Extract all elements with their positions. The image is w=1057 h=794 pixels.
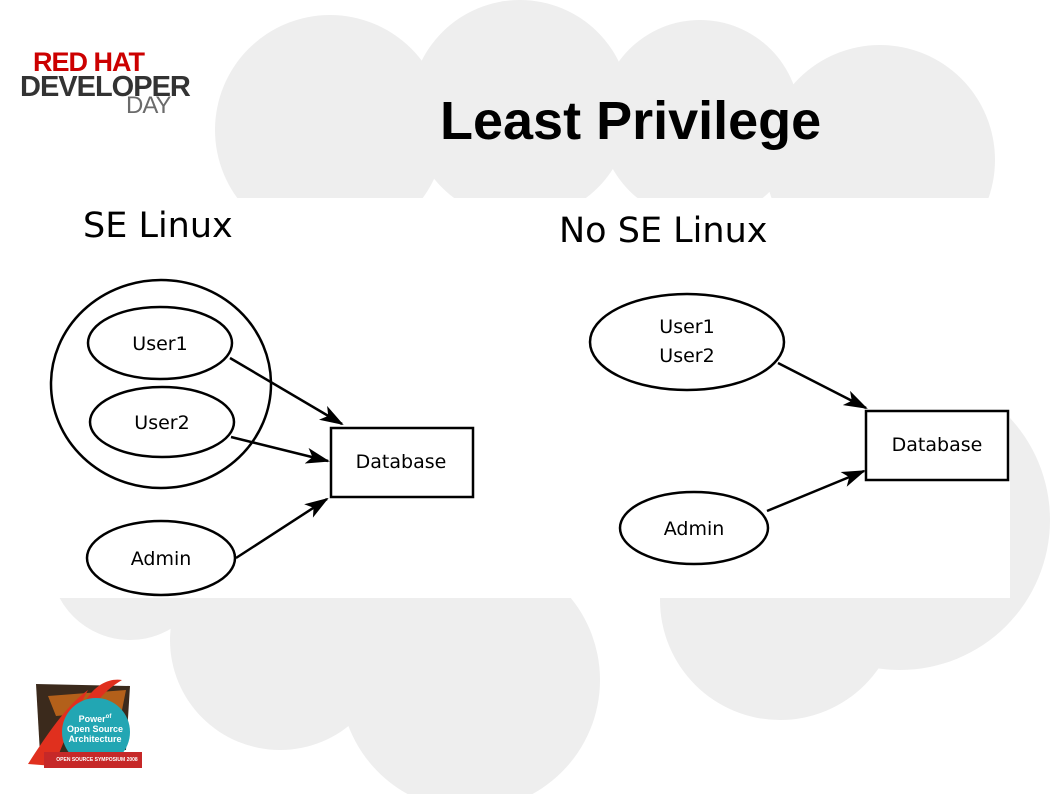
node-users-combined: User1 User2 <box>588 292 786 392</box>
symposium-badge-graphic <box>28 679 142 768</box>
edge-admin-to-database-left <box>235 497 329 560</box>
node-user2-label: User2 <box>134 412 189 434</box>
node-users-line1-label: User1 <box>659 316 714 338</box>
symposium-badge-footer: OPEN SOURCE SYMPOSIUM 2008 <box>56 757 138 763</box>
node-admin-right: Admin <box>618 490 770 566</box>
badge-line-of: of <box>105 714 112 720</box>
node-users-line2-label: User2 <box>659 345 714 367</box>
node-admin-left-label: Admin <box>131 548 192 570</box>
slide-title: Least Privilege <box>440 91 822 151</box>
node-user2: User2 <box>88 385 236 459</box>
no-se-linux-heading: No SE Linux <box>559 211 767 251</box>
red-hat-developer-day-logo: RED HAT DEVELOPER DAY <box>20 48 200 118</box>
edge-users-to-database <box>777 361 868 410</box>
node-user1-shape <box>86 305 234 381</box>
node-database-right-label: Database <box>892 434 983 456</box>
logo-line-developer: DEVELOPER <box>20 71 191 103</box>
node-admin-right-shape <box>618 490 770 566</box>
open-source-symposium-logo: Powerof Open Source Architecture OPEN SO… <box>26 676 151 772</box>
symposium-badge-title: Powerof Open Source Architecture <box>60 712 130 744</box>
edge-user1-to-database <box>229 356 344 426</box>
node-user1: User1 <box>86 305 234 381</box>
node-user1-label: User1 <box>132 333 187 355</box>
node-database-left-shape <box>329 426 475 499</box>
node-database-left: Database <box>329 426 475 499</box>
se-linux-panel: SE Linux User1 User2 Admin Database <box>49 206 475 597</box>
node-admin-right-label: Admin <box>664 518 725 540</box>
badge-line-architecture: Architecture <box>68 734 122 744</box>
se-linux-heading: SE Linux <box>83 206 233 246</box>
node-database-left-label: Database <box>356 451 447 473</box>
logo-line-day: DAY <box>126 92 172 119</box>
edge-user2-to-database <box>230 435 330 464</box>
badge-line-open-source: Open Source <box>66 724 123 734</box>
node-database-right-shape <box>864 409 1010 482</box>
edge-admin-to-database-right <box>766 469 866 513</box>
no-se-linux-panel: No SE Linux User1 User2 Admin Database <box>559 211 1010 566</box>
node-user2-shape <box>88 385 236 459</box>
node-admin-left-shape <box>85 519 237 597</box>
logo-line-red-hat: RED HAT <box>33 47 145 77</box>
se-linux-domain-boundary <box>49 278 273 490</box>
node-users-combined-shape <box>588 292 786 392</box>
node-admin-left: Admin <box>85 519 237 597</box>
badge-line-power: Power <box>78 714 106 724</box>
node-database-right: Database <box>864 409 1010 482</box>
